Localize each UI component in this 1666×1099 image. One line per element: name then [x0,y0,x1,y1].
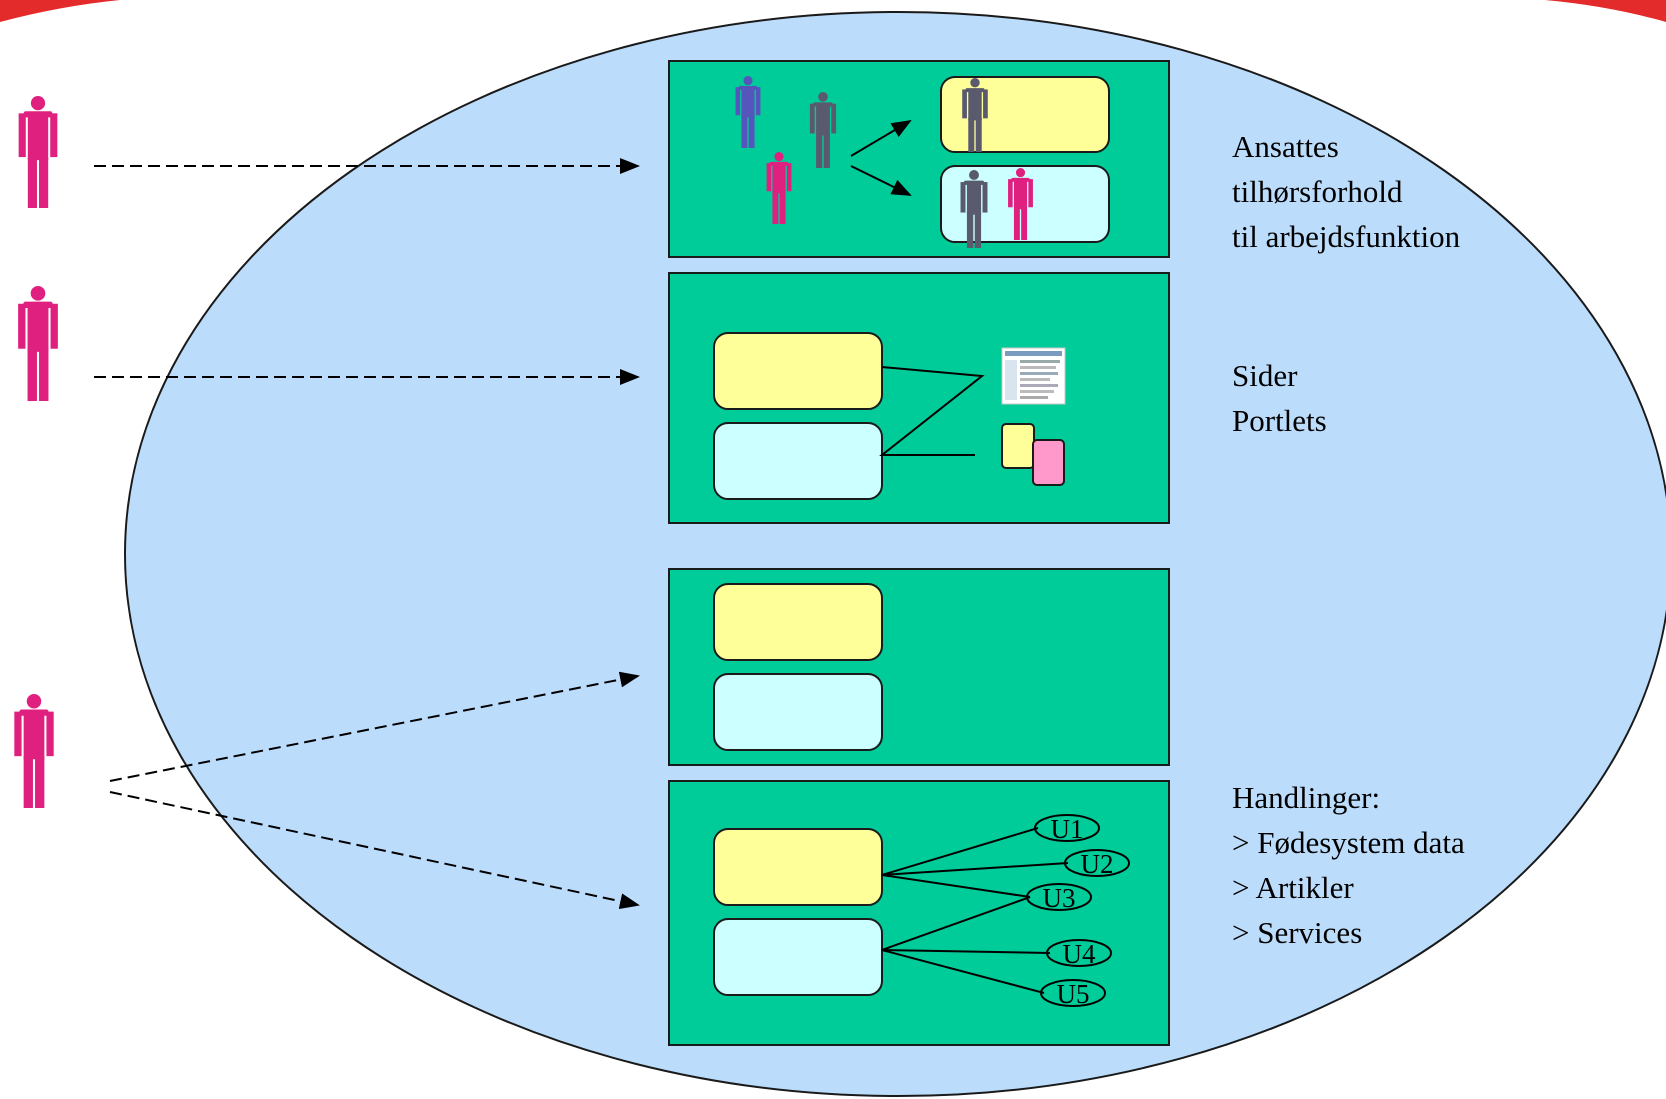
portlet-icon [1032,439,1065,486]
pages-label-line: Sider [1232,358,1298,393]
roles-label-line: Ansattes [1232,129,1339,164]
role-box-yellow [940,76,1110,153]
service-label: U1 [1051,814,1084,844]
service-u3: U3 [1026,883,1092,913]
panel-content [668,568,1170,766]
header-swoosh-left [0,0,120,22]
service-box-yellow [713,828,883,906]
page-box-yellow [713,332,883,410]
access-arrows [94,158,640,910]
user-icon [18,96,58,208]
service-label: U2 [1081,849,1114,879]
actions-label-line: Handlinger: [1232,780,1381,815]
panel-pages [668,272,1170,524]
portlet-icon [1001,423,1035,469]
roles-label-line: til arbejdsfunktion [1232,219,1461,254]
service-box-cyan [713,918,883,996]
header-swoosh-right [1545,0,1666,22]
page-connector [879,366,985,456]
roles-label: Ansattes tilhørsforhold til arbejdsfunkt… [1232,124,1460,259]
page-box-cyan [713,422,883,500]
role-arrow-down [850,165,912,196]
panel-roles [668,60,1170,258]
content-box-cyan [713,673,883,751]
service-label: U3 [1043,883,1076,913]
user-icon [14,694,54,808]
service-u2: U2 [1064,849,1130,879]
service-u1: U1 [1034,814,1100,844]
actions-label-line: > Fødesystem data [1232,825,1465,860]
panel-services-bg [668,780,1170,1046]
panel-services: U1 U2 U3 U4 U5 [668,780,1170,1046]
pages-label: Sider Portlets [1232,353,1327,443]
actions-label-line: > Services [1232,915,1363,950]
service-label: U4 [1063,939,1096,969]
portal-ellipse [124,11,1666,1097]
content-box-yellow [713,583,883,661]
service-links [881,827,1069,994]
actions-label-line: > Artikler [1232,870,1354,905]
actions-label: Handlinger: > Fødesystem data > Artikler… [1232,775,1465,955]
service-u5: U5 [1040,979,1106,1009]
page-thumbnail-icon [1001,347,1066,405]
service-u4: U4 [1046,939,1112,969]
roles-label-line: tilhørsforhold [1232,174,1403,209]
pages-label-line: Portlets [1232,403,1327,438]
service-label: U5 [1057,979,1090,1009]
user-icon [18,286,58,401]
role-arrow-up [850,119,912,157]
